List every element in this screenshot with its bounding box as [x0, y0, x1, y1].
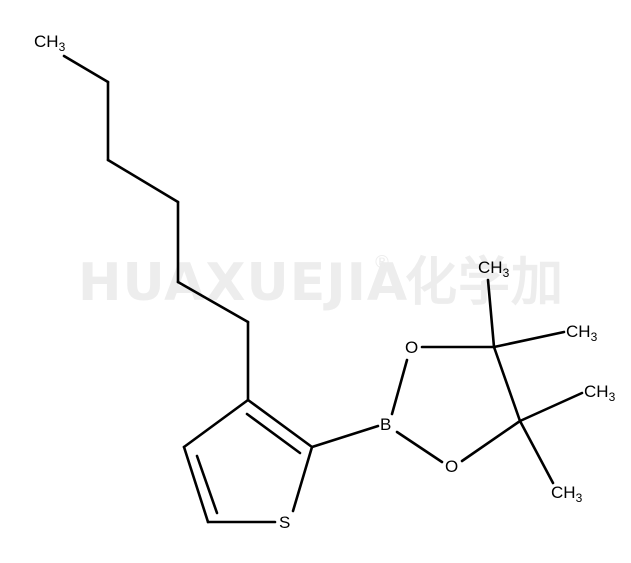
boron-atom-label: B: [380, 415, 391, 434]
methyl-label-right-upper: CH3: [566, 322, 598, 344]
bond-c3-c4: [182, 398, 250, 449]
oxygen-atom-label-lower: O: [445, 457, 458, 476]
methyl-label-bottom: CH3: [551, 483, 583, 505]
watermark-chinese: 化学加: [405, 253, 564, 313]
bond-c4-c5-outer: [182, 445, 210, 524]
bond-c4-c5: [176, 280, 250, 324]
sulfur-atom-label: S: [279, 513, 290, 532]
methyl-sub: 3: [503, 266, 510, 280]
thiophene-ring-bonds: [182, 398, 314, 524]
methyl-main: CH: [584, 382, 609, 401]
methyl-sub: 3: [59, 40, 66, 54]
bond-c-ch3-top: [486, 278, 496, 349]
bond-c3-c2-inner: [245, 412, 302, 455]
pinacol-boronate-bonds: [310, 278, 584, 485]
methyl-label-top: CH3: [478, 258, 510, 280]
methyl-label-right-lower: CH3: [584, 382, 616, 404]
watermark-brand: HUAXUEJIA: [78, 253, 408, 313]
bond-c-ch3-bottom: [518, 419, 555, 485]
bond-c2-c3: [106, 158, 180, 204]
bond-o2-c: [460, 419, 522, 463]
bond-c-ch3-right-upper: [492, 330, 566, 349]
watermark-registered-mark: ®: [373, 252, 391, 273]
methyl-label-hexyl-end: CH3: [34, 32, 66, 54]
oxygen-atom-label-upper: O: [405, 338, 418, 357]
methyl-main: CH: [551, 483, 576, 502]
methyl-sub: 3: [591, 330, 598, 344]
atom-labels: S B O O CH3 CH3 CH3 CH3 CH3: [34, 32, 616, 532]
bond-b-o2: [395, 430, 444, 464]
methyl-sub: 3: [576, 491, 583, 505]
methyl-sub: 3: [609, 390, 616, 404]
bond-c3-c2-outer: [246, 398, 314, 449]
bond-c-ch3-right-lower: [518, 391, 584, 423]
bond-s-c2: [291, 445, 314, 513]
hexyl-chain-bonds: [62, 54, 250, 402]
bond-c-c: [492, 345, 522, 423]
bond-ch3-c1: [62, 54, 110, 84]
bond-c2-b: [310, 424, 380, 449]
bond-c4-c5-inner: [195, 454, 219, 515]
methyl-main: CH: [34, 32, 59, 51]
methyl-main: CH: [566, 322, 591, 341]
methyl-main: CH: [478, 258, 503, 277]
watermark: HUAXUEJIA ® 化学加: [78, 252, 564, 313]
bond-b-o1: [390, 358, 409, 416]
